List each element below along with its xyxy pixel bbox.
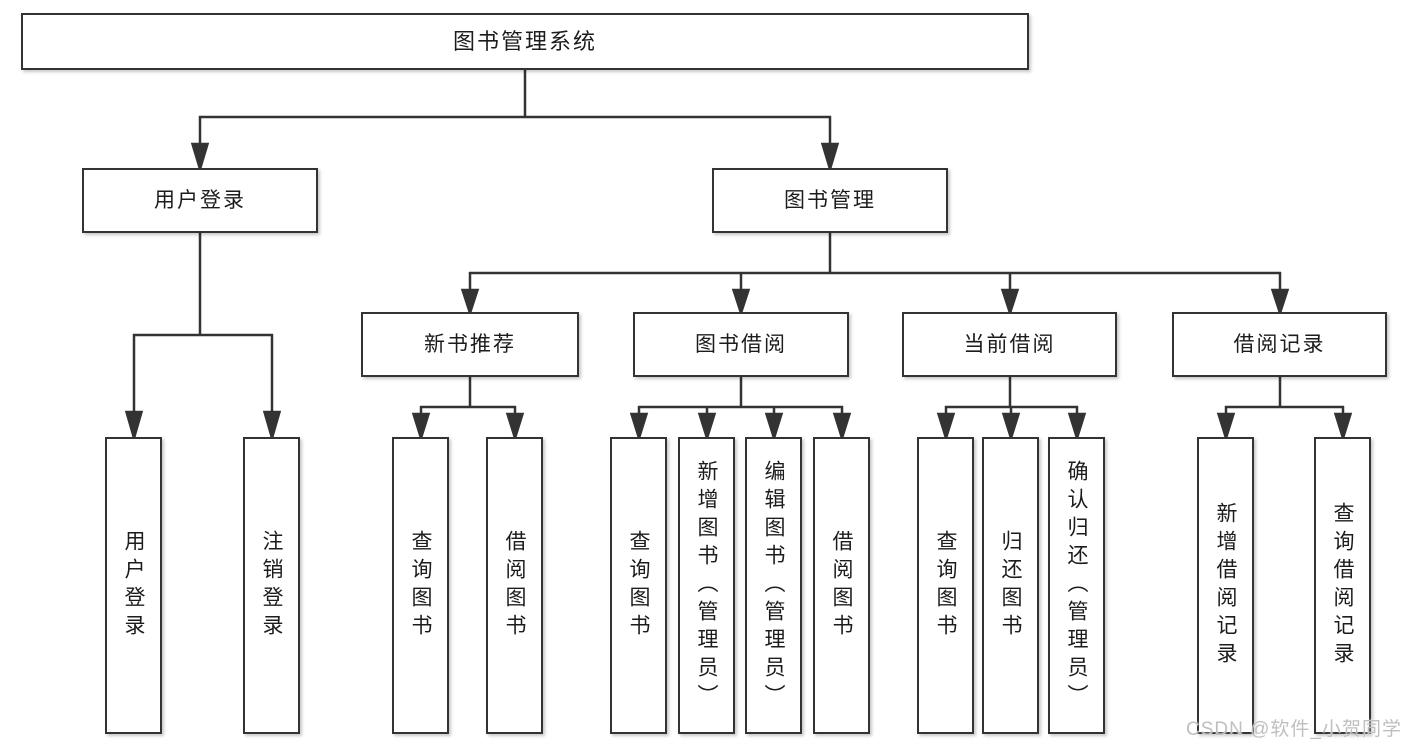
leaf-user-login: 用户登录	[105, 437, 162, 734]
node-label: 查询借阅记录	[1331, 501, 1354, 670]
leaf-logout: 注销登录	[243, 437, 300, 734]
leaf-query-borrow-record: 查询借阅记录	[1314, 437, 1371, 734]
node-label: 借阅图书	[830, 529, 853, 642]
node-label: 编辑图书（管理员）	[762, 459, 785, 712]
node-label: 当前借阅	[963, 333, 1056, 356]
node-label: 新增借阅记录	[1214, 501, 1237, 670]
leaf-return-books: 归还图书	[982, 437, 1039, 734]
node-label: 图书借阅	[695, 333, 787, 356]
node-label: 查询图书	[409, 529, 432, 642]
leaf-query-books-current: 查询图书	[917, 437, 974, 734]
node-label: 借阅图书	[503, 529, 526, 642]
node-label: 注销登录	[260, 529, 283, 642]
leaf-confirm-return-admin: 确认归还（管理员）	[1048, 437, 1105, 734]
node-label: 归还图书	[999, 529, 1022, 642]
node-label: 查询图书	[627, 529, 650, 642]
node-book-borrowing: 图书借阅	[633, 312, 849, 377]
node-label: 新增图书（管理员）	[695, 459, 718, 712]
node-label: 确认归还（管理员）	[1065, 459, 1088, 712]
node-label: 图书管理	[784, 189, 876, 212]
leaf-borrow-books-recommend: 借阅图书	[486, 437, 543, 734]
leaf-edit-book-admin: 编辑图书（管理员）	[745, 437, 802, 734]
node-label: 用户登录	[122, 529, 145, 642]
node-label: 图书管理系统	[452, 28, 597, 54]
node-label: 新书推荐	[424, 333, 516, 356]
leaf-add-book-admin: 新增图书（管理员）	[678, 437, 735, 734]
node-label: 借阅记录	[1233, 333, 1326, 356]
leaf-query-books-recommend: 查询图书	[392, 437, 449, 734]
node-user-login: 用户登录	[82, 168, 318, 233]
node-book-management: 图书管理	[712, 168, 948, 233]
leaf-borrow-books-borrowing: 借阅图书	[813, 437, 870, 734]
node-label: 查询图书	[934, 529, 957, 642]
leaf-query-books-borrowing: 查询图书	[610, 437, 667, 734]
node-label: 用户登录	[154, 189, 246, 212]
leaf-add-borrow-record: 新增借阅记录	[1197, 437, 1254, 734]
node-new-book-recommend: 新书推荐	[361, 312, 579, 377]
node-library-management-system: 图书管理系统	[21, 13, 1029, 70]
node-current-borrowing: 当前借阅	[902, 312, 1117, 377]
node-borrowing-records: 借阅记录	[1172, 312, 1387, 377]
